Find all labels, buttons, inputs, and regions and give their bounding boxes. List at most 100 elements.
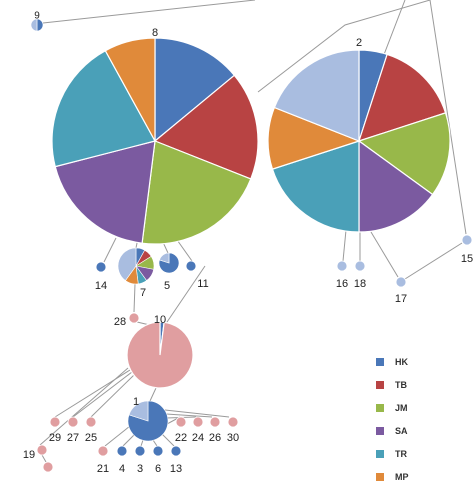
- node-label-18: 18: [354, 278, 366, 290]
- haplotype-node-11: [185, 260, 197, 272]
- node-label-3: 3: [137, 463, 143, 474]
- node-label-2: 2: [356, 37, 362, 49]
- edge-14-8: [103, 237, 117, 263]
- haplotype-node-10: [126, 321, 194, 389]
- edge-15-top: [429, 0, 467, 235]
- edge-3-1: [140, 439, 144, 447]
- slice-17-light_blue: [395, 276, 407, 288]
- node-label-25: 25: [85, 432, 97, 444]
- slice-3-hk: [134, 445, 146, 457]
- haplotype-node-24: [192, 416, 204, 428]
- edge-17-2: [370, 231, 399, 278]
- slice-5-light-blue: [159, 252, 170, 264]
- node-label-13: 13: [170, 463, 182, 474]
- edge-26-1: [165, 413, 213, 418]
- legend: HK TB JM SA TR MP: [376, 352, 456, 490]
- edge-13-1: [161, 433, 175, 447]
- haplotype-node-29: [49, 416, 61, 428]
- legend-item-tb: TB: [376, 375, 456, 395]
- slice-13-hk: [170, 445, 182, 457]
- edge-4-1: [122, 433, 136, 447]
- slice-28-pink: [128, 312, 140, 324]
- haplotype-node-19: [36, 444, 48, 456]
- legend-label-jm: JM: [395, 403, 408, 413]
- node-label-21: 21: [97, 463, 109, 474]
- slice-1-light-blue: [128, 400, 149, 422]
- node-label-16: 16: [336, 278, 348, 290]
- legend-label-sa: SA: [395, 426, 408, 436]
- node-label-24: 24: [192, 432, 204, 444]
- node-label-6: 6: [155, 463, 161, 474]
- haplotype-node-22: [175, 416, 187, 428]
- legend-swatch-tr: [376, 450, 384, 458]
- node-label-14: 14: [95, 280, 107, 292]
- haplotype-node-30: [227, 416, 239, 428]
- haplotype-node-15: [461, 234, 473, 246]
- slice-4-hk: [116, 445, 128, 457]
- legend-item-sa: SA: [376, 421, 456, 441]
- slice-8-tb: [153, 74, 259, 180]
- node-label-19: 19: [23, 449, 35, 461]
- network-nodes: [30, 18, 473, 473]
- legend-swatch-mp: [376, 473, 384, 481]
- slice-16-light_blue: [336, 260, 348, 272]
- legend-item-mp: MP: [376, 467, 456, 487]
- edge-10-11: [164, 265, 206, 326]
- haplotype-node-28: [128, 312, 140, 324]
- slice-8-hk: [154, 37, 236, 143]
- legend-swatch-jm: [376, 404, 384, 412]
- slice-15-light_blue: [461, 234, 473, 246]
- edge-29-10: [54, 369, 131, 418]
- edge-16-2: [342, 229, 347, 262]
- haplotype-node-17: [395, 276, 407, 288]
- slice-10-pink: [126, 321, 194, 389]
- edge-21-1: [104, 425, 131, 447]
- slice-2-light-blue: [273, 49, 360, 142]
- node-label-9: 9: [34, 11, 40, 22]
- edge-19-10: [39, 367, 129, 446]
- edge-27-10: [72, 371, 133, 418]
- haplotype-node-1: [127, 400, 169, 442]
- slice-9-hk: [36, 18, 44, 32]
- slice-2-jm: [357, 112, 451, 196]
- slice-30-pink: [227, 416, 239, 428]
- slice-8-jm: [141, 140, 252, 245]
- node-label-15: 15: [461, 253, 473, 265]
- node-label-27: 27: [67, 432, 79, 444]
- slice-7-light-blue: [117, 247, 137, 281]
- slice-27-pink: [67, 416, 79, 428]
- haplotype-node-18: [354, 260, 366, 272]
- slice-29-pink: [49, 416, 61, 428]
- slice-24-pink: [192, 416, 204, 428]
- node-label-28: 28: [114, 316, 126, 328]
- edge-17-15: [404, 242, 463, 280]
- slice-9-light-blue: [30, 18, 38, 32]
- node-label-7: 7: [140, 287, 146, 299]
- edge-1-10: [149, 387, 157, 402]
- slice-11-hk: [185, 260, 197, 272]
- node-label-5: 5: [164, 280, 170, 292]
- haplotype-node-16: [336, 260, 348, 272]
- haplotype-node-6: [152, 445, 164, 457]
- haplotype-node-9: [30, 18, 44, 32]
- slice-19-pink: [36, 444, 48, 456]
- haplotype-node-14: [95, 261, 107, 273]
- haplotype-node-8: [51, 37, 259, 245]
- node-label-22: 22: [175, 432, 187, 444]
- edge-20-19: [41, 454, 47, 463]
- slice-6-hk: [152, 445, 164, 457]
- haplotype-node-4: [116, 445, 128, 457]
- slice-8-sa: [54, 140, 156, 244]
- slice-20-pink: [42, 461, 54, 473]
- slice-22-pink: [175, 416, 187, 428]
- edge-30-1: [164, 409, 230, 418]
- node-label-17: 17: [395, 293, 407, 305]
- slice-2-sa: [358, 139, 434, 233]
- slice-26-pink: [209, 416, 221, 428]
- slice-8-tr: [51, 49, 156, 168]
- node-label-11: 11: [197, 278, 208, 290]
- slice-2-tr: [271, 140, 360, 233]
- node-label-4: 4: [119, 463, 125, 474]
